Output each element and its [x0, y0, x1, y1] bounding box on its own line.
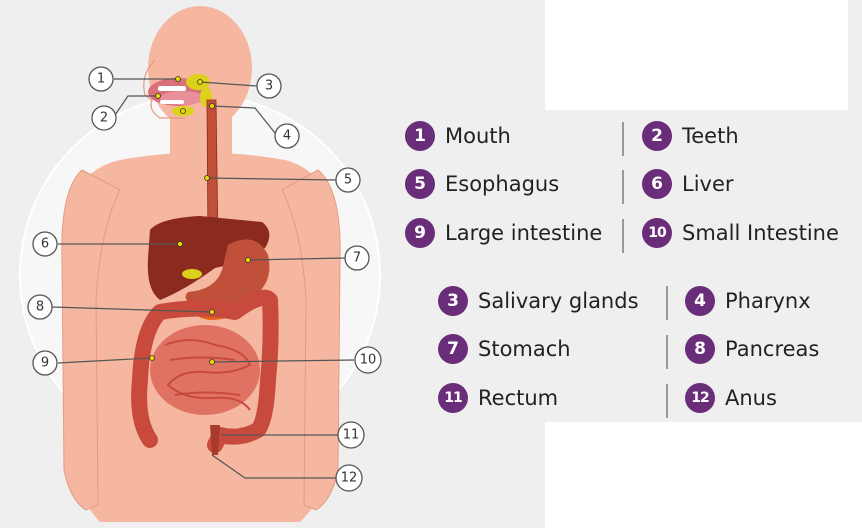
legend-label: Esophagus — [445, 172, 560, 196]
bottom-right-panel — [545, 422, 862, 528]
callout-2: 2 — [91, 105, 117, 131]
teeth-lower — [160, 100, 184, 104]
legend-item-mouth: 1 Mouth — [405, 119, 511, 153]
legend-badge: 2 — [642, 121, 672, 151]
legend-label: Anus — [725, 386, 777, 410]
legend-badge: 12 — [685, 383, 715, 413]
face-profile — [143, 59, 185, 119]
legend-item-pancreas: 8 Pancreas — [685, 332, 819, 366]
legend-badge: 5 — [405, 169, 435, 199]
right-arm — [281, 169, 341, 511]
gallbladder — [182, 269, 202, 279]
callout-10: 10 — [354, 346, 382, 374]
legend-label: Liver — [682, 172, 734, 196]
legend-item-teeth: 2 Teeth — [642, 119, 739, 153]
callout-12-label: 12 — [341, 471, 358, 486]
legend-item-anus: 12 Anus — [685, 381, 777, 415]
legend-label: Large intestine — [445, 221, 603, 245]
legend-label: Small Intestine — [682, 221, 839, 245]
callout-1-label: 1 — [97, 72, 105, 87]
rectum — [210, 425, 220, 455]
legend-item-esophagus: 5 Esophagus — [405, 167, 559, 201]
callout-5: 5 — [335, 167, 361, 193]
leader-lines — [51, 78, 355, 479]
top-right-panel — [545, 0, 848, 110]
legend-label: Rectum — [478, 386, 559, 410]
callout-8-label: 8 — [36, 300, 44, 315]
legend-label: Pancreas — [725, 337, 820, 361]
legend-badge: 7 — [438, 334, 468, 364]
callout-11-label: 11 — [343, 428, 360, 443]
legend-item-salivary-glands: 3 Salivary glands — [438, 284, 639, 318]
callout-7-label: 7 — [353, 251, 361, 266]
legend-label: Salivary glands — [478, 289, 639, 313]
callout-10-label: 10 — [360, 353, 377, 368]
callout-6: 6 — [32, 231, 58, 257]
legend-badge: 8 — [685, 334, 715, 364]
left-arm — [61, 169, 121, 511]
callout-8: 8 — [27, 294, 53, 320]
legend-label: Teeth — [682, 124, 739, 148]
callout-11: 11 — [337, 421, 365, 449]
callout-3-label: 3 — [265, 79, 273, 94]
legend-item-small-intestine: 10 Small Intestine — [642, 216, 839, 250]
legend-divider — [622, 170, 624, 204]
callout-7: 7 — [344, 245, 370, 271]
legend-divider — [622, 219, 624, 253]
legend-item-pharynx: 4 Pharynx — [685, 284, 811, 318]
callout-4: 4 — [274, 123, 300, 149]
legend-item-rectum: 11 Rectum — [438, 381, 558, 415]
legend-label: Stomach — [478, 337, 571, 361]
large-intestine — [131, 289, 279, 453]
legend-badge: 6 — [642, 169, 672, 199]
callout-6-label: 6 — [41, 237, 49, 252]
legend-divider — [666, 286, 668, 320]
legend-item-large-intestine: 9 Large intestine — [405, 216, 602, 250]
teeth-upper — [158, 86, 186, 91]
callout-2-label: 2 — [100, 111, 108, 126]
callout-4-label: 4 — [283, 129, 291, 144]
legend-divider — [622, 122, 624, 156]
legend-badge: 11 — [438, 383, 468, 413]
legend-badge: 3 — [438, 286, 468, 316]
callout-9: 9 — [32, 350, 58, 376]
legend-item-liver: 6 Liver — [642, 167, 734, 201]
liver — [147, 216, 270, 300]
callout-5-label: 5 — [344, 173, 352, 188]
legend-badge: 10 — [642, 218, 672, 248]
legend-item-stomach: 7 Stomach — [438, 332, 571, 366]
legend-divider — [666, 384, 668, 418]
legend-label: Mouth — [445, 124, 511, 148]
legend-divider — [666, 335, 668, 369]
callout-3: 3 — [256, 73, 282, 99]
small-intestine — [150, 325, 260, 415]
stomach — [185, 239, 270, 309]
callout-12: 12 — [335, 464, 363, 492]
legend-badge: 4 — [685, 286, 715, 316]
organ-dots — [149, 76, 251, 365]
legend-badge: 9 — [405, 218, 435, 248]
callout-1: 1 — [88, 66, 114, 92]
legend-badge: 1 — [405, 121, 435, 151]
legend-label: Pharynx — [725, 289, 811, 313]
callout-9-label: 9 — [41, 356, 49, 371]
